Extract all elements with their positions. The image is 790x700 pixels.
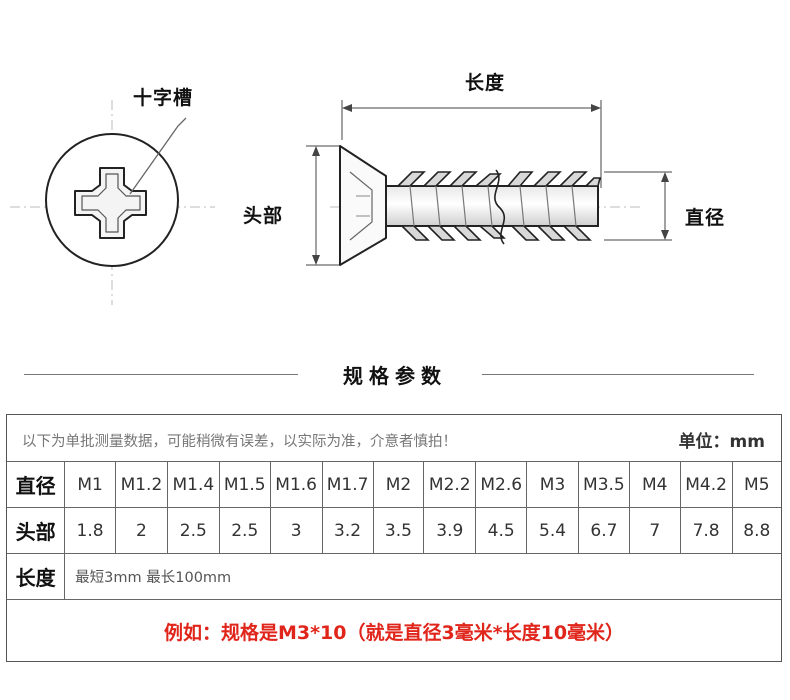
diameter-row-label: 直径 [7,462,66,508]
diameter-dimension [604,171,672,241]
head-row: 头部 1.8 2 2.5 2.5 3 3.2 3.5 3.9 4.5 5.4 6… [7,507,781,554]
head-cell: 3.5 [372,507,425,554]
example-text: 例如：规格是M3*10（就是直径3毫米*长度10毫米） [163,622,625,644]
diameter-cell: M3 [526,462,579,508]
head-cell: 7 [628,507,681,554]
head-cell: 3 [269,507,323,554]
head-cell: 2.5 [166,507,220,554]
diameter-cell: M1.4 [166,462,220,508]
head-cell: 6.7 [577,507,630,554]
length-row: 长度 最短3mm 最长100mm [7,553,781,600]
divider-left [24,374,298,375]
diameter-cell: M1.5 [218,462,271,508]
spec-table: 以下为单批测量数据，可能稍微有误差，以实际为准，介意者慎拍！ 单位：mm 直径 … [6,414,782,662]
diameter-cell: M1 [64,462,116,508]
screw-diagram: 十字槽 长度 头部 直径 [0,0,790,345]
diameter-cell: M5 [731,462,781,508]
section-title: 规格参数 [0,360,790,390]
diameter-cell: M2 [372,462,425,508]
head-cell: 7.8 [679,507,733,554]
screw-drawing [10,100,672,305]
diameter-cell: M1.7 [321,462,374,508]
head-cell: 5.4 [526,507,579,554]
label-cross-slot: 十字槽 [133,87,194,109]
label-diameter: 直径 [685,207,726,229]
diameter-cell: M4.2 [679,462,733,508]
head-cell: 8.8 [731,507,781,554]
phillips-head-view [10,100,215,305]
diameter-row: 直径 M1 M1.2 M1.4 M1.5 M1.6 M1.7 M2 M2.2 M… [7,462,781,508]
label-length: 长度 [465,72,506,94]
head-dimension [306,145,340,266]
section-title-text: 规格参数 [343,364,447,388]
diameter-cell: M3.5 [577,462,630,508]
diameter-cell: M2.6 [475,462,528,508]
spec-grid: 直径 M1 M1.2 M1.4 M1.5 M1.6 M1.7 M2 M2.2 M… [7,462,781,600]
diameter-cell: M1.2 [114,462,168,508]
diameter-cell: M2.2 [423,462,477,508]
label-head: 头部 [243,205,284,227]
divider-right [482,374,754,375]
head-cell: 1.8 [64,507,116,554]
head-cell: 2.5 [218,507,271,554]
diameter-cell: M1.6 [269,462,323,508]
length-range: 最短3mm 最长100mm [64,553,781,600]
length-row-label: 长度 [7,553,66,600]
head-cell: 3.9 [423,507,477,554]
head-cell: 4.5 [475,507,528,554]
head-cell: 2 [114,507,168,554]
measurement-notice: 以下为单批测量数据，可能稍微有误差，以实际为准，介意者慎拍！ [22,434,457,450]
example-row: 例如：规格是M3*10（就是直径3毫米*长度10毫米） [7,599,781,661]
notice-row: 以下为单批测量数据，可能稍微有误差，以实际为准，介意者慎拍！ 单位：mm [7,415,781,462]
length-dimension [341,100,602,188]
head-row-label: 头部 [7,507,66,554]
unit-label: 单位：mm [678,432,765,452]
diameter-cell: M4 [628,462,681,508]
head-cell: 3.2 [321,507,374,554]
screw-side-view [330,145,640,266]
